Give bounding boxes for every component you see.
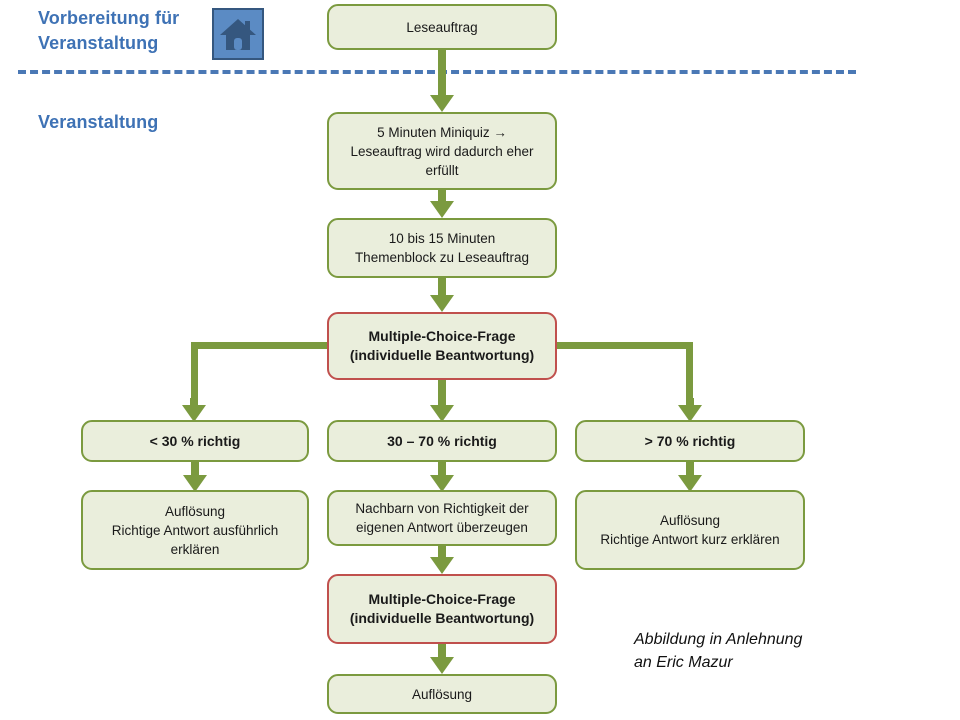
connector-left-horizontal xyxy=(191,342,331,349)
attribution-caption: Abbildung in Anlehnung an Eric Mazur xyxy=(634,631,803,671)
connector-right-vertical xyxy=(686,342,693,405)
node-branch-mid[interactable]: 30 – 70 % richtig xyxy=(327,420,557,462)
house-icon xyxy=(212,8,264,60)
arrow-branch-low-to-outcome xyxy=(181,462,209,492)
node-resolution[interactable]: Auflösung xyxy=(327,674,557,714)
arrow-to-branch-high xyxy=(676,398,704,422)
node-topic-block[interactable]: 10 bis 15 Minuten Themenblock zu Leseauf… xyxy=(327,218,557,278)
phase-label-preparation: Vorbereitung für Veranstaltung xyxy=(38,8,180,53)
arrow-reading-to-miniquiz xyxy=(428,50,456,112)
arrow-branch-mid-to-outcome xyxy=(428,462,456,492)
phase-label-event: Veranstaltung xyxy=(38,112,159,132)
arrow-to-branch-low xyxy=(180,398,208,422)
node-mc-question-2[interactable]: Multiple-Choice-Frage (individuelle Bean… xyxy=(327,574,557,644)
node-miniquiz[interactable]: 5 Minuten Miniquiz → Leseauftrag wird da… xyxy=(327,112,557,190)
node-mc-question-1[interactable]: Multiple-Choice-Frage (individuelle Bean… xyxy=(327,312,557,380)
node-outcome-mid[interactable]: Nachbarn von Richtigkeit der eigenen Ant… xyxy=(327,490,557,546)
arrow-outcome-mid-to-mc2 xyxy=(428,546,456,574)
phase-divider xyxy=(18,70,856,74)
node-reading-assignment[interactable]: Leseauftrag xyxy=(327,4,557,50)
node-branch-high[interactable]: > 70 % richtig xyxy=(575,420,805,462)
connector-right-horizontal xyxy=(553,342,693,349)
arrow-to-branch-mid xyxy=(428,380,456,422)
node-branch-low[interactable]: < 30 % richtig xyxy=(81,420,309,462)
arrow-miniquiz-to-topic xyxy=(428,190,456,218)
arrow-topic-to-mc1 xyxy=(428,278,456,312)
node-outcome-low[interactable]: Auflösung Richtige Antwort ausführlich e… xyxy=(81,490,309,570)
connector-left-vertical xyxy=(191,342,198,405)
node-outcome-high[interactable]: Auflösung Richtige Antwort kurz erklären xyxy=(575,490,805,570)
arrow-branch-high-to-outcome xyxy=(676,462,704,492)
arrow-mc2-to-resolution xyxy=(428,644,456,674)
